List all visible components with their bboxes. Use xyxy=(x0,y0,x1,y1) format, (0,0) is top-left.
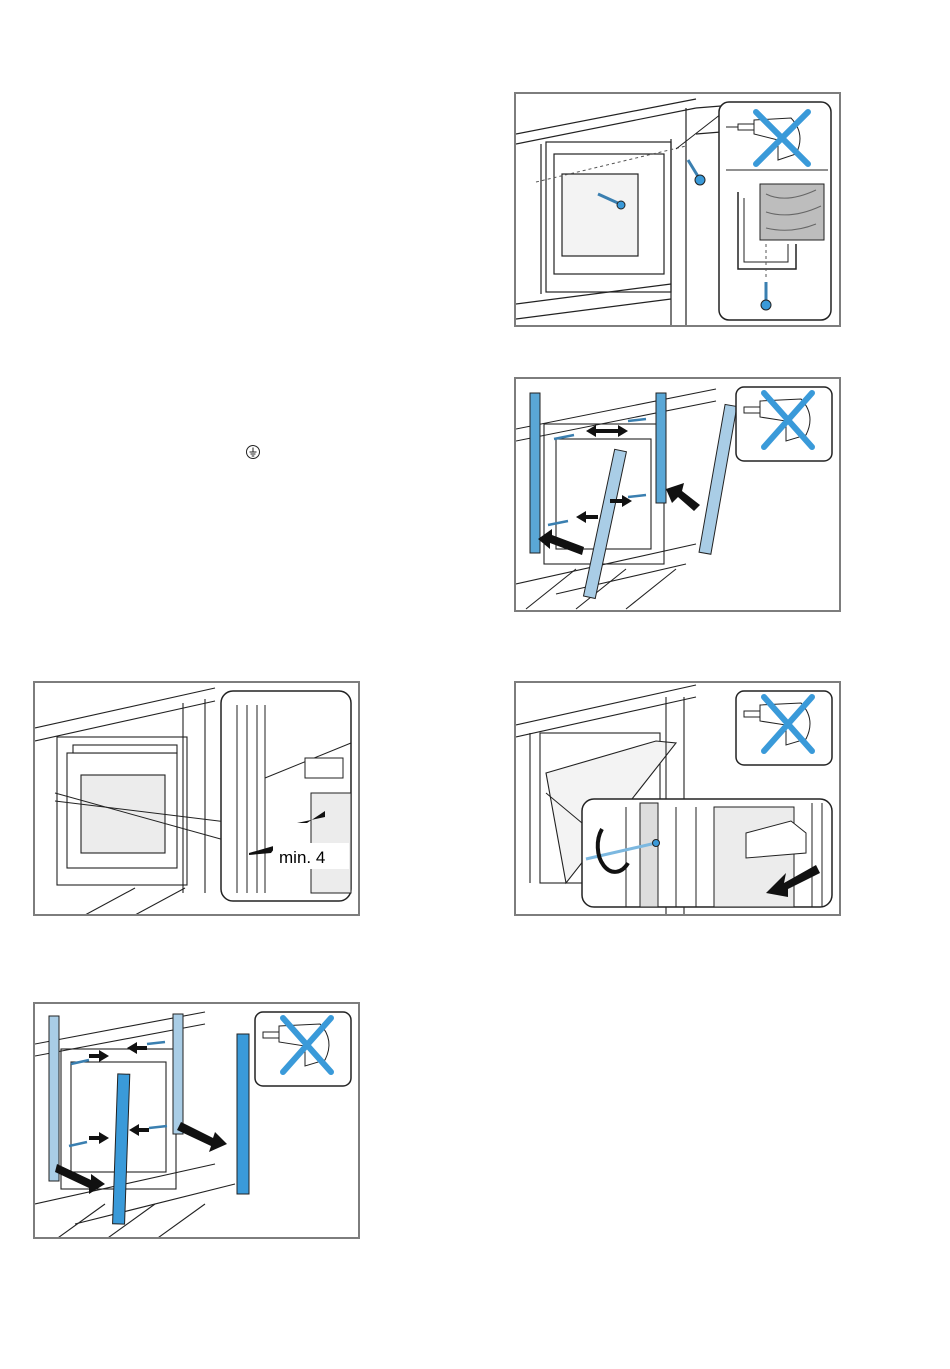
screw-icon xyxy=(688,160,705,185)
arrow-icon xyxy=(127,1042,147,1054)
figure-door-adjust xyxy=(514,681,841,916)
gap-label: min. 4 xyxy=(279,848,325,867)
arrow-icon xyxy=(129,1124,149,1136)
arrow-icon xyxy=(576,511,598,523)
earth-ground-icon xyxy=(245,444,261,460)
figure-screw-oven xyxy=(514,92,841,327)
arrow-icon xyxy=(606,425,628,437)
figure-gap-min: min. 4 xyxy=(33,681,360,916)
figure-blue-strips-remove xyxy=(33,1002,360,1239)
figure-blue-strips-fit xyxy=(514,377,841,612)
arrow-icon xyxy=(89,1050,109,1062)
arrow-icon xyxy=(177,1122,227,1152)
arrow-icon xyxy=(666,483,700,511)
arrow-icon xyxy=(538,529,584,555)
arrow-icon xyxy=(89,1132,109,1144)
